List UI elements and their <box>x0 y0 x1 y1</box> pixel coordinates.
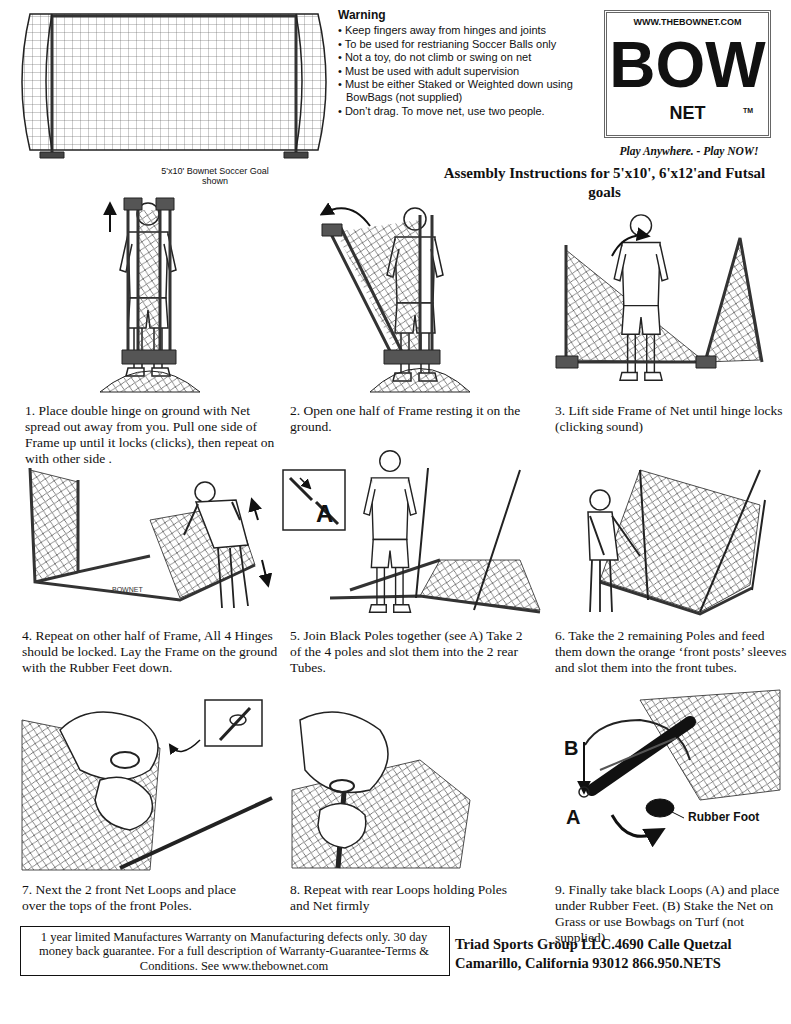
figure-caption: 5'x10' Bownet Soccer Goal shown <box>160 167 270 187</box>
pole <box>416 468 520 610</box>
step-caption: 4. Repeat on other half of Frame, All 4 … <box>22 628 282 676</box>
step5-illustration <box>283 451 540 612</box>
tagline: Play Anywhere. - Play NOW! <box>600 145 778 159</box>
person-arms <box>590 516 640 556</box>
node-heading: WWW.THEBOWNET.COM <box>607 17 768 28</box>
net-heap <box>100 371 200 392</box>
person-figure <box>614 215 668 380</box>
step6-illustration <box>588 470 765 614</box>
step-caption: 2. Open one half of Frame resting it on … <box>290 403 525 435</box>
motion-arrow <box>612 235 648 256</box>
address-block: Triad Sports Group LLC.4690 Calle Quetza… <box>455 935 785 973</box>
hand <box>318 804 366 848</box>
node-text: BOW <box>607 33 768 97</box>
frame-bars <box>330 215 432 355</box>
hand <box>300 712 388 793</box>
callout-letter: A <box>316 500 333 528</box>
warranty-box: 1 year limited Manufactures Warranty on … <box>20 926 450 976</box>
node-heading: 1 year limited Manufactures Warranty on … <box>25 930 443 973</box>
step-caption: 1. Place double hinge on ground with Net… <box>25 403 277 467</box>
hinge <box>556 356 716 368</box>
person-torso <box>196 500 248 548</box>
frame-bars <box>600 582 752 614</box>
step-caption: 8. Repeat with rear Loops holding Poles … <box>290 882 520 914</box>
callout-letter: A <box>566 806 580 830</box>
warning-item: • Not a toy, do not climb or swing on ne… <box>338 51 531 64</box>
logo-box: WWW.THEBOWNET.COMBOWNETTM <box>604 10 771 138</box>
frame-net <box>30 470 78 582</box>
pole <box>220 708 250 740</box>
callout-letter: B <box>564 737 578 761</box>
stake-arrow <box>583 742 585 792</box>
frame-bars <box>128 205 170 355</box>
step-caption: 5. Join Black Poles together (see A) Tak… <box>290 628 530 676</box>
goal-net <box>22 14 326 150</box>
person-head <box>590 490 610 510</box>
step-caption: 6. Take the 2 remaining Poles and feed t… <box>555 628 787 676</box>
stake <box>579 787 589 797</box>
motion-arrow <box>109 204 111 232</box>
step3-illustration <box>556 215 762 380</box>
net-heap <box>370 369 470 393</box>
node-text: TM <box>743 107 753 115</box>
frame-print: BOWNET <box>112 586 143 594</box>
motion-arrow <box>252 500 258 520</box>
step7-illustration <box>22 700 272 870</box>
pole <box>640 470 765 612</box>
rubber-foot <box>646 799 674 817</box>
warning-item: • Keep fingers away from hinges and join… <box>338 24 546 37</box>
step2-illustration <box>322 208 470 392</box>
goal-foot <box>40 152 308 158</box>
motion-arrow <box>300 478 310 488</box>
frame-bars <box>30 468 255 600</box>
motion-arrow <box>170 740 200 751</box>
part-name: Rubber Foot <box>688 810 759 824</box>
frame-bars <box>330 560 540 612</box>
folded-net <box>138 210 160 352</box>
black-loop <box>600 738 676 770</box>
frame-bars <box>566 238 762 362</box>
inset-frame <box>205 700 262 746</box>
person-legs <box>218 546 248 608</box>
goal-illustration <box>22 14 326 158</box>
motion-arrow <box>612 815 662 836</box>
step-caption: 7. Next the 2 front Net Loops and place … <box>22 882 262 914</box>
person-legs <box>590 560 612 612</box>
warning-item: • Must be used with adult supervision <box>338 65 519 78</box>
step-caption: 3. Lift side Frame of Net until hinge lo… <box>555 403 787 435</box>
hinge <box>322 224 440 364</box>
person-head <box>195 482 215 502</box>
hand <box>60 712 158 780</box>
step8-illustration <box>292 712 470 868</box>
net-loop <box>111 752 139 768</box>
goal-side-arc <box>46 14 302 150</box>
person-figure <box>364 451 416 612</box>
person-arms <box>184 502 240 535</box>
net-loop <box>230 715 246 725</box>
leader-line <box>672 812 684 818</box>
step1-illustration <box>100 198 200 392</box>
goal-frame <box>52 16 296 152</box>
step9-illustration <box>579 690 780 836</box>
hinge <box>122 198 176 364</box>
frame-net <box>336 220 420 352</box>
black-loop <box>592 722 690 790</box>
warning-item: • To be used for restrianing Soccer Ball… <box>338 38 556 51</box>
page-title: Assembly Instructions for 5'x10', 6'x12'… <box>432 164 777 202</box>
step4-illustration <box>30 468 268 608</box>
motion-arrow <box>262 560 268 585</box>
inset-frame <box>283 470 345 530</box>
warning-item: • Don’t drag. To move net, use two peopl… <box>338 105 545 118</box>
motion-arrow <box>322 208 370 226</box>
net-loop <box>330 780 354 792</box>
warning-heading: Warning <box>338 8 386 22</box>
warning-item: • Must be either Staked or Weighted down… <box>338 78 578 104</box>
hand <box>95 777 153 830</box>
